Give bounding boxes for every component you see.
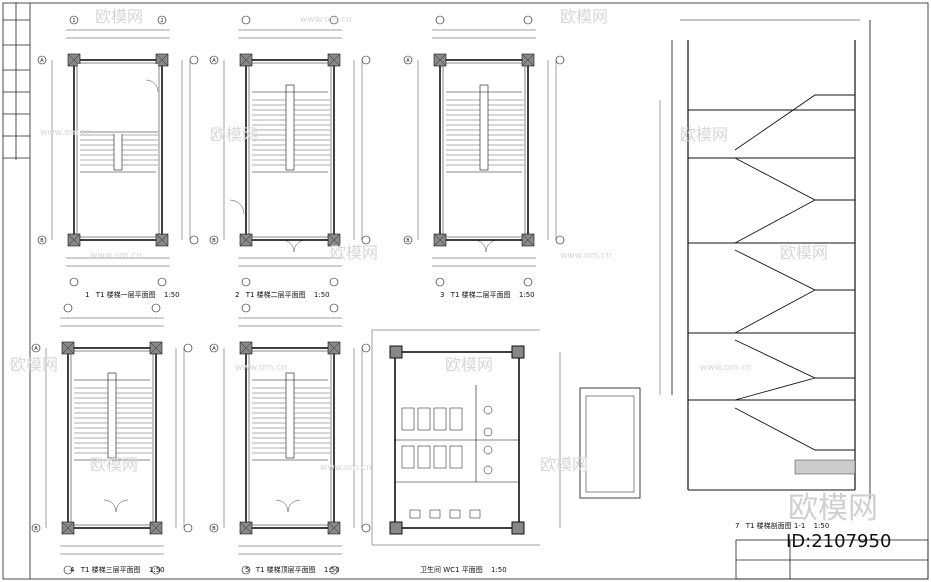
plan-2 — [210, 16, 370, 286]
watermark-site: www.om.cn — [700, 363, 752, 373]
corner-brand: 欧模网 — [788, 491, 878, 526]
svg-text:5 T1 楼梯顶层平面图 1:50: 5 T1 楼梯顶层平面图 1:50 — [245, 565, 340, 574]
watermark-brand: 欧模网 — [330, 243, 378, 262]
plan2-num: 2 — [235, 291, 239, 299]
svg-text:B: B — [212, 238, 216, 244]
title-block — [735, 539, 929, 580]
plan3-scale: 1:50 — [519, 291, 535, 299]
section-title: T1 楼梯剖面图 1-1 — [745, 521, 806, 530]
plan3-title: T1 楼梯二层平面图 — [450, 290, 511, 299]
plan-4 — [32, 304, 192, 574]
plan4-num: 4 — [70, 566, 75, 574]
plan6-scale: 1:50 — [491, 566, 507, 574]
svg-text:A: A — [212, 58, 216, 64]
svg-text:B: B — [34, 526, 38, 532]
plan6-title: 卫生间 WC1 平面图 — [420, 565, 483, 574]
plan4-scale: 1:50 — [149, 566, 165, 574]
svg-text:B: B — [40, 238, 44, 244]
watermark-brand: 欧模网 — [90, 455, 138, 474]
watermark-brand: 欧模网 — [780, 243, 828, 262]
svg-text:1 T1 楼梯一层平面图 1:50: 1 T1 楼梯一层平面图 1:50 — [85, 290, 180, 299]
plan1-title: T1 楼梯一层平面图 — [95, 290, 156, 299]
watermark-site: www.om.cn — [560, 251, 612, 261]
plan4-title: T1 楼梯三层平面图 — [80, 565, 141, 574]
watermark-brand: 欧模网 — [560, 7, 608, 26]
watermark-site: www.om.cn — [300, 15, 352, 25]
svg-text:2 T1 楼梯二层平面图 1:50: 2 T1 楼梯二层平面图 1:50 — [235, 290, 330, 299]
plan2-title: T1 楼梯二层平面图 — [245, 290, 306, 299]
watermark-site: www.om.cn — [235, 363, 287, 373]
watermarks: 欧模网 www.om.cn 欧模网 www.om.cn 欧模网 欧模网 www.… — [10, 7, 891, 552]
watermark-site: www.om.cn — [40, 128, 92, 138]
svg-text:A: A — [406, 58, 410, 64]
svg-text:B: B — [212, 526, 216, 532]
plan5-num: 5 — [245, 566, 249, 574]
svg-text:B: B — [406, 238, 410, 244]
watermark-brand: 欧模网 — [445, 355, 493, 374]
drawing-titles: 1 T1 楼梯一层平面图 1:50 2 T1 楼梯二层平面图 1:50 3 T1… — [70, 290, 829, 574]
section-scale: 1:50 — [814, 522, 830, 530]
svg-text:A: A — [212, 346, 216, 352]
plan1-num: 1 — [85, 291, 89, 299]
watermark-brand: 欧模网 — [10, 355, 58, 374]
svg-text:A: A — [34, 346, 38, 352]
grid-labels: A B 1 2 A B A B A B A B — [34, 18, 410, 532]
plan-1 — [38, 16, 198, 286]
watermark-brand: 欧模网 — [95, 7, 143, 26]
section-num: 7 — [735, 522, 739, 530]
watermark-brand: 欧模网 — [210, 125, 258, 144]
plan3-num: 3 — [440, 291, 444, 299]
plan-6-washroom — [371, 329, 561, 546]
plan1-scale: 1:50 — [164, 291, 180, 299]
svg-text:2: 2 — [160, 18, 163, 24]
plan5-title: T1 楼梯顶层平面图 — [255, 565, 316, 574]
plan2-scale: 1:50 — [314, 291, 330, 299]
corner-id: ID:2107950 — [786, 531, 891, 552]
svg-text:1: 1 — [72, 18, 75, 24]
plan5-scale: 1:50 — [324, 566, 340, 574]
svg-text:3 T1 楼梯二层平面图 1:50: 3 T1 楼梯二层平面图 1:50 — [440, 290, 535, 299]
section-1-1 — [579, 19, 871, 500]
svg-text:卫生间 WC1 平面图 1:50: 卫生间 WC1 平面图 1:50 — [420, 565, 507, 574]
plan-5 — [210, 304, 370, 574]
watermark-brand: 欧模网 — [540, 455, 588, 474]
svg-text:4 T1 楼梯三层平面图 1:50: 4 T1 楼梯三层平面图 1:50 — [70, 565, 165, 574]
plan-3 — [404, 16, 564, 286]
watermark-site: www.om.cn — [320, 463, 372, 473]
svg-text:A: A — [40, 58, 44, 64]
svg-text:7 T1 楼梯剖面图 1-1 1:5: 7 T1 楼梯剖面图 1-1 1:50 — [735, 521, 829, 530]
watermark-brand: 欧模网 — [680, 125, 728, 144]
watermark-site: www.om.cn — [90, 251, 142, 261]
